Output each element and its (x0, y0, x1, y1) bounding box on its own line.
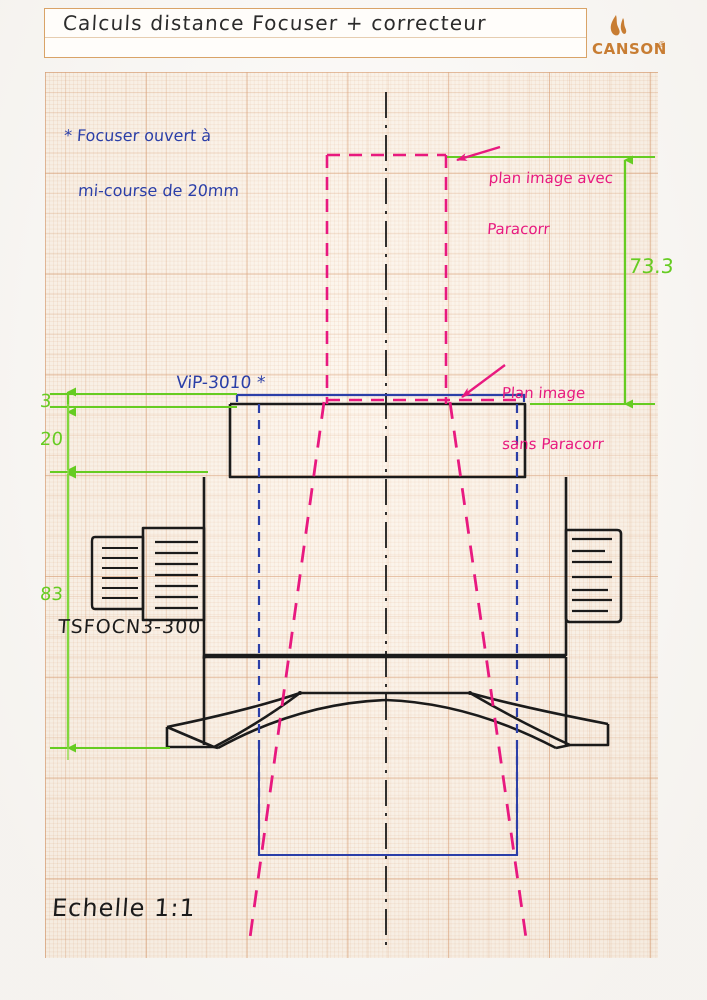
plan-image-avec-line-2: Paracorr (486, 220, 551, 239)
vip3010-corrector-outline (235, 393, 526, 402)
focuser-note: * Focuser ouvert à mi-course de 20mm (57, 90, 246, 237)
dimension-value-83: 83 (39, 584, 64, 605)
dimension-value-20: 20 (39, 429, 64, 450)
title-rule (45, 37, 586, 38)
light-cone-without-paracorr (247, 401, 529, 946)
dimension-value-73-3: 73.3 (628, 254, 675, 278)
primary-mirror-assembly (165, 691, 610, 750)
plan-image-sans-line-2: sans Paracorr (501, 435, 605, 454)
leader-arrow-plan-image-avec (456, 145, 501, 162)
focuser-note-line-1: * Focuser ouvert à (63, 125, 212, 145)
label-vip3010: ViP-3010 * (175, 373, 266, 393)
dimension-3 (50, 387, 237, 417)
canson-flame-icon (610, 15, 627, 36)
canson-logo: CANSON ® (592, 14, 667, 58)
canson-wordmark: CANSON (592, 40, 667, 58)
plan-image-sans-line-1: Plan image (501, 383, 586, 402)
focuser-knob-left (90, 526, 206, 622)
plan-image-avec-line-1: plan image avec (488, 168, 614, 187)
dimension-20 (50, 407, 208, 475)
title-block: Calculs distance Focuser + correcteur (44, 8, 587, 58)
focuser-knob-right (564, 528, 623, 624)
focuser-note-line-2: mi-course de 20mm (77, 180, 240, 200)
dimension-73-3 (447, 155, 655, 409)
vip3010-optical-path-dashed (257, 404, 519, 855)
registered-mark: ® (658, 40, 666, 49)
scale-label: Echelle 1:1 (51, 894, 197, 922)
image-plane-with-paracorr-path (325, 153, 525, 404)
graph-paper-grid (45, 72, 658, 958)
leader-arrow-plan-image-sans (461, 364, 506, 398)
label-tsfocn3-300: TSFOCN3-300 (57, 616, 203, 638)
vip3010-exit-rectangle (258, 745, 518, 856)
mirror-tick-marks (298, 691, 472, 695)
dimension-value-3: 3 (39, 391, 53, 412)
label-plan-image-avec-paracorr: plan image avec Paracorr (482, 135, 616, 273)
label-plan-image-sans-paracorr: Plan image sans Paracorr (495, 350, 610, 488)
